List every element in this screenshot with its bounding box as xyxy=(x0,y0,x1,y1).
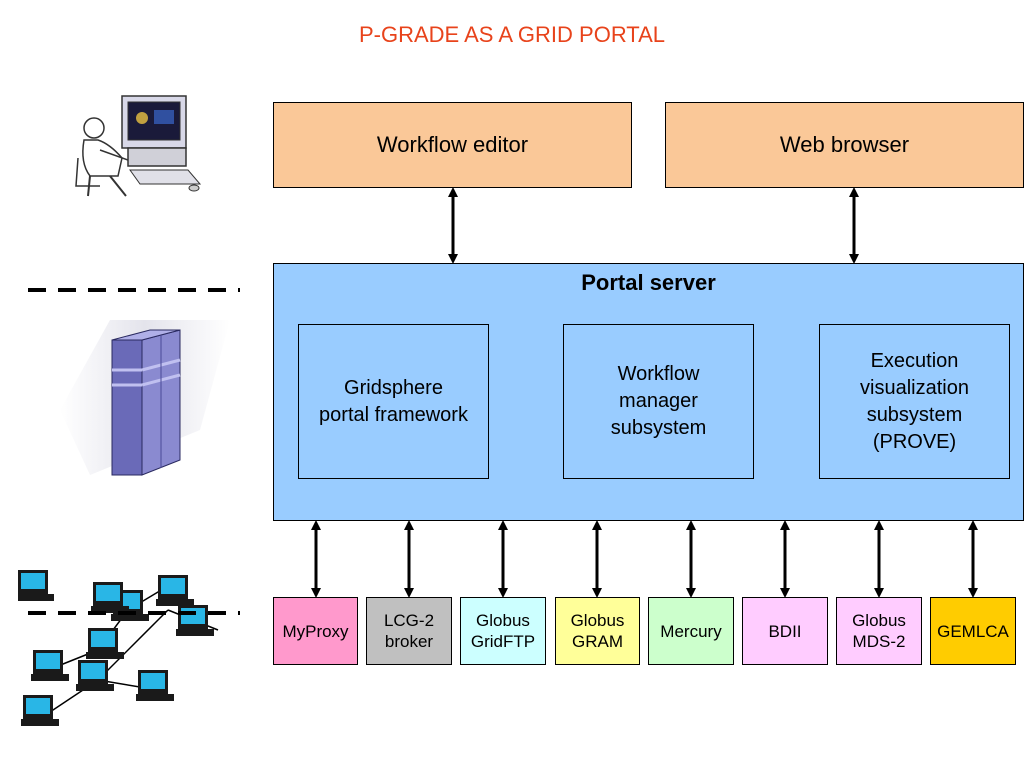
execution-visualization-box: Execution visualization subsystem (PROVE… xyxy=(819,324,1010,479)
gridsphere-box: Gridsphere portal framework xyxy=(298,324,489,479)
gridsphere-label: Gridsphere portal framework xyxy=(319,376,468,426)
execution-visualization-label: Execution visualization subsystem (PROVE… xyxy=(860,349,969,453)
web-browser-box: Web browser xyxy=(665,102,1024,188)
service-globus-gram: Globus GRAM xyxy=(555,597,640,665)
workflow-editor-label: Workflow editor xyxy=(376,132,529,157)
service-myproxy: MyProxy xyxy=(273,597,358,665)
service-label: Mercury xyxy=(660,621,722,641)
server-tower-icon xyxy=(50,300,240,480)
computer-network-icon xyxy=(16,570,243,755)
workflow-editor-box: Workflow editor xyxy=(273,102,632,188)
service-gemlca: GEMLCA xyxy=(930,597,1016,665)
service-lcg2-broker: LCG-2 broker xyxy=(366,597,452,665)
service-label: Globus GridFTP xyxy=(470,611,536,651)
service-label: MyProxy xyxy=(282,621,349,641)
service-bdii: BDII xyxy=(742,597,828,665)
service-label: GEMLCA xyxy=(937,621,1009,641)
service-globus-gridftp: Globus GridFTP xyxy=(460,597,546,665)
user-at-computer-icon xyxy=(70,88,210,203)
service-globus-mds2: Globus MDS-2 xyxy=(836,597,922,665)
service-mercury: Mercury xyxy=(648,597,734,665)
workflow-manager-box: Workflow manager subsystem xyxy=(563,324,754,479)
service-label: Globus MDS-2 xyxy=(852,611,906,651)
service-label: Globus GRAM xyxy=(570,611,625,651)
page-title: P-GRADE AS A GRID PORTAL xyxy=(358,22,666,47)
workflow-manager-label: Workflow manager subsystem xyxy=(610,363,707,439)
portal-server-title: Portal server xyxy=(581,270,716,295)
service-label: LCG-2 broker xyxy=(383,611,435,651)
web-browser-label: Web browser xyxy=(779,132,910,157)
service-label: BDII xyxy=(768,621,802,641)
